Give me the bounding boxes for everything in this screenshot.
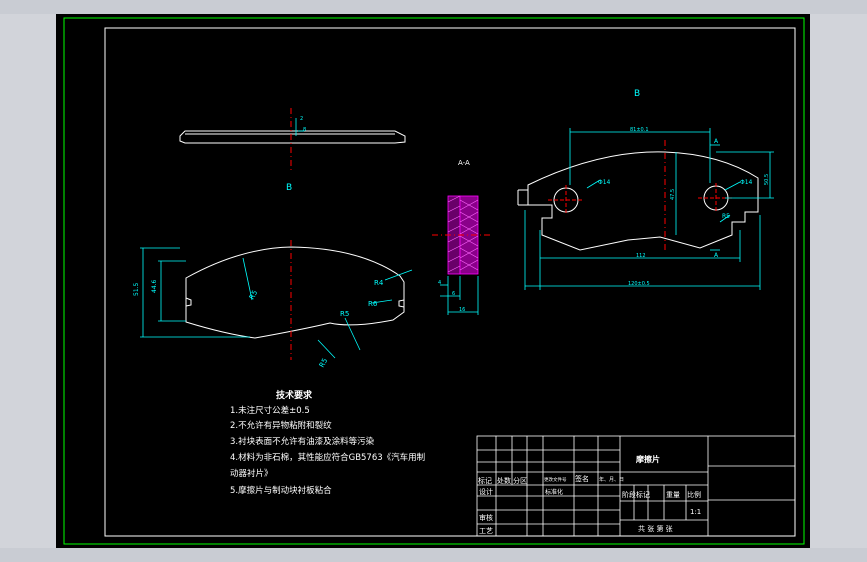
- view-label-b: B: [634, 89, 640, 99]
- front-dim-r-large: R5: [248, 289, 260, 301]
- right-dim-mid-height: 47.5: [670, 189, 676, 200]
- front-view-dims: [140, 247, 413, 359]
- section-marker-top: A: [714, 138, 719, 145]
- tb-header: 年、月、日: [599, 476, 624, 483]
- outer-frame: [63, 17, 805, 545]
- top-view: [179, 130, 406, 144]
- tb-weight: 重量: [666, 491, 680, 499]
- tech-item: 3.衬块表面不允许有油漆及涂料等污染: [230, 436, 375, 447]
- front-dim-r-big: R5: [318, 357, 330, 369]
- section-label: A-A: [458, 159, 470, 167]
- section-dim-mid: 6: [452, 291, 455, 297]
- tech-title: 技术要求: [276, 389, 313, 401]
- tb-header: 处数: [497, 476, 511, 485]
- tech-requirements: 技术要求 1.未注尺寸公差±0.5 2.不允许有异物粘附和裂纹 3.衬块表面不允…: [230, 389, 425, 496]
- tech-item: 4.材料为非石棉，其性能应符合GB5763《汽车用制: [230, 452, 425, 463]
- tb-header: 标记: [478, 476, 492, 485]
- inner-frame: [104, 27, 796, 537]
- drawing-canvas[interactable]: [56, 14, 810, 548]
- tb-process: 工艺: [479, 527, 493, 535]
- right-dim-overall-width: 120±0.5: [628, 281, 650, 287]
- tech-item: 动器衬片》: [230, 468, 273, 479]
- tb-standardize: 标准化: [545, 488, 563, 496]
- section-marker-bottom: A: [714, 252, 719, 259]
- right-dim-r-notch: R5: [722, 213, 730, 220]
- viewport-top-bar: [0, 0, 867, 14]
- tb-review: 审核: [479, 513, 493, 522]
- right-dim-right-height: 50.5: [764, 174, 770, 185]
- tech-item: 1.未注尺寸公差±0.5: [230, 405, 310, 416]
- right-view-dims: [524, 128, 774, 290]
- tech-item: 2.不允许有异物粘附和裂纹: [230, 420, 332, 431]
- tb-sheets: 共 张 第 张: [638, 524, 673, 533]
- tb-header: 分区: [513, 476, 527, 485]
- section-dims: [440, 276, 479, 315]
- top-view-dims: [295, 118, 304, 136]
- front-dim-outer: 51.5: [133, 282, 140, 296]
- right-dim-bottom-width: 112: [636, 253, 646, 259]
- view-label-b-top: B: [286, 183, 292, 193]
- tb-design: 设计: [479, 487, 493, 496]
- right-dim-hole-left: Φ14: [598, 179, 611, 186]
- top-dim-1: 2: [300, 116, 303, 122]
- tb-header: 签名: [575, 474, 589, 483]
- part-name: 摩擦片: [635, 454, 660, 464]
- front-view: [185, 246, 405, 339]
- front-dim-r-top: R4: [374, 279, 384, 287]
- front-dim-r-corner: R6: [368, 300, 378, 308]
- right-dim-hole-right: Φ14: [740, 179, 753, 186]
- tb-scale-value: 1:1: [690, 508, 701, 516]
- tb-stage-mark: 阶段标记: [622, 490, 650, 499]
- viewport-bottom-bar: [0, 548, 867, 562]
- top-dim-2: 8: [303, 127, 306, 133]
- tb-header: 更改文件号: [544, 476, 567, 483]
- right-view: [517, 151, 759, 251]
- front-dim-r-bottom: R5: [340, 310, 349, 318]
- viewport-right-margin: [810, 14, 867, 548]
- viewport-left-margin: [0, 14, 56, 548]
- title-block: [476, 435, 796, 537]
- front-dim-inner: 44.6: [151, 279, 158, 293]
- right-dim-top-width: 81±0.1: [630, 127, 649, 133]
- tb-scale-label: 比例: [687, 490, 701, 499]
- tech-item: 5.摩擦片与制动块衬板粘合: [230, 485, 332, 496]
- section-dim-small: 4: [438, 280, 441, 286]
- section-dim-width: 16: [459, 307, 465, 313]
